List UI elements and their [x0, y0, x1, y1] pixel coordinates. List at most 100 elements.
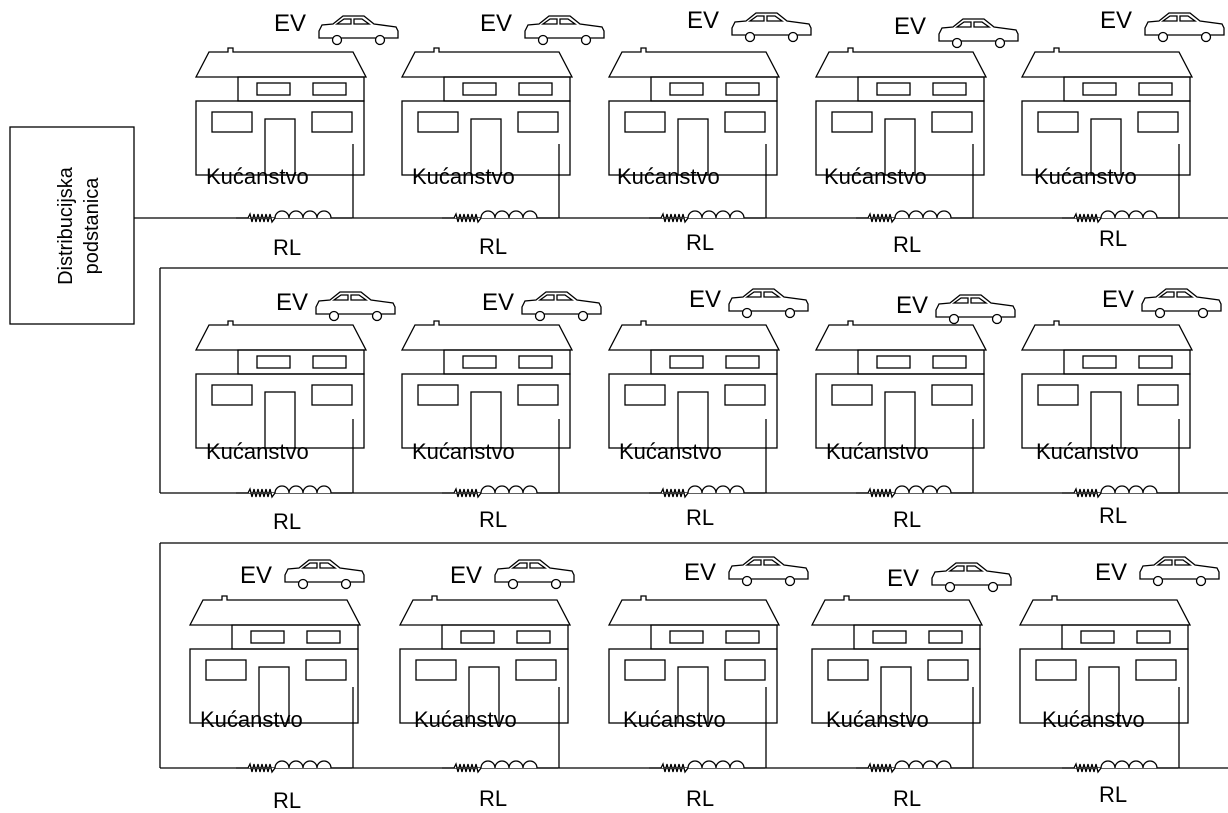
car-wheel: [580, 34, 592, 46]
window: [306, 630, 341, 644]
window: [331, 294, 349, 301]
house-icon: [607, 320, 781, 449]
car-body: [1144, 12, 1225, 36]
car-body: [728, 288, 809, 312]
window: [669, 630, 704, 644]
rl-impedance-symbol: [1062, 760, 1178, 774]
window: [1037, 111, 1079, 133]
window: [725, 630, 760, 644]
window: [927, 659, 969, 681]
car-icon: [728, 556, 809, 587]
window: [556, 294, 575, 301]
rl-coil: [236, 210, 352, 224]
household-label: Kućanstvo: [200, 707, 303, 732]
window: [1080, 630, 1115, 644]
rl-impedance-symbol: [649, 210, 765, 224]
window: [970, 297, 989, 304]
window: [725, 82, 760, 96]
house-roof: [810, 595, 984, 626]
window: [1176, 291, 1195, 298]
household-label: Kućanstvo: [617, 164, 720, 189]
window: [462, 355, 497, 369]
ev-label: EV: [276, 289, 308, 316]
house-roof: [607, 47, 781, 78]
car-wheel: [994, 37, 1006, 49]
rl-label: RL: [893, 507, 921, 532]
window: [624, 111, 666, 133]
house-icon: [1020, 320, 1194, 449]
ev-label: EV: [896, 292, 928, 319]
car-icon: [731, 12, 812, 43]
car-wheel: [784, 307, 796, 319]
house-roof: [607, 595, 781, 626]
rl-coil: [856, 760, 972, 774]
house-roof: [194, 47, 368, 78]
window: [305, 659, 347, 681]
rl-label: RL: [1099, 226, 1127, 251]
window: [951, 297, 969, 304]
car-wheel: [991, 313, 1003, 325]
house-roof: [400, 320, 574, 351]
car-wheel: [297, 578, 309, 590]
household-label: Kućanstvo: [206, 164, 309, 189]
window: [744, 291, 762, 298]
house-roof: [1020, 320, 1194, 351]
window: [311, 384, 353, 406]
household-label: Kućanstvo: [826, 707, 929, 732]
car-wheel: [534, 310, 546, 322]
window: [205, 659, 247, 681]
rl-label: RL: [273, 788, 301, 813]
window: [529, 562, 548, 569]
window: [1135, 659, 1177, 681]
ev-label: EV: [274, 10, 306, 37]
house-door: [884, 118, 916, 176]
rl-label: RL: [1099, 503, 1127, 528]
rl-coil: [649, 485, 765, 499]
window: [515, 659, 557, 681]
window: [510, 562, 528, 569]
ev-label: EV: [689, 286, 721, 313]
car-wheel: [328, 310, 340, 322]
window: [947, 565, 965, 572]
car-wheel: [537, 34, 549, 46]
window: [744, 559, 762, 566]
car-body: [315, 291, 396, 315]
window: [831, 384, 873, 406]
window: [872, 630, 907, 644]
car-icon: [315, 291, 396, 322]
car-wheel: [1157, 31, 1169, 43]
car-body: [494, 559, 575, 583]
house-icon: [400, 47, 574, 176]
house-door: [1090, 391, 1122, 449]
window: [931, 111, 973, 133]
window: [518, 82, 553, 96]
rl-coil: [649, 210, 765, 224]
car-icon: [318, 15, 399, 46]
window: [763, 291, 782, 298]
window: [624, 384, 666, 406]
ev-label: EV: [1102, 286, 1134, 313]
rl-impedance-symbol: [649, 760, 765, 774]
window: [876, 355, 911, 369]
window: [1137, 111, 1179, 133]
house-roof: [814, 320, 988, 351]
window: [1155, 559, 1173, 566]
window: [1136, 630, 1171, 644]
window: [1137, 384, 1179, 406]
car-wheel: [550, 578, 562, 590]
car-body: [1141, 288, 1222, 312]
window: [669, 355, 704, 369]
car-wheel: [340, 578, 352, 590]
substation-label-line2: podstanica: [81, 177, 103, 275]
car-icon: [931, 562, 1012, 593]
rl-label: RL: [273, 509, 301, 534]
house-roof: [1018, 595, 1192, 626]
house-roof: [398, 595, 572, 626]
household-label: Kućanstvo: [1042, 707, 1145, 732]
